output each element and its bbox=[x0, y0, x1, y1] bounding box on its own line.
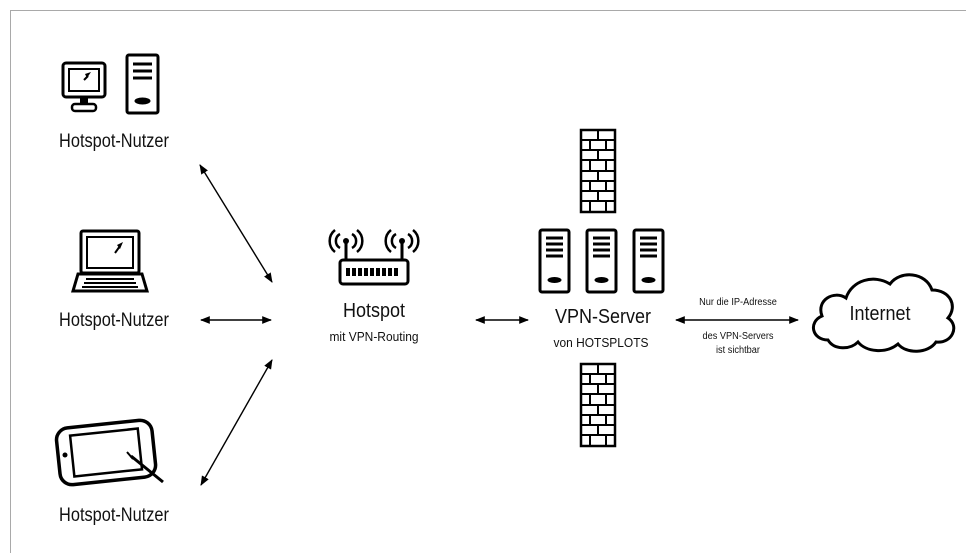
link-user1-hotspot bbox=[199, 164, 273, 283]
diagram-frame bbox=[10, 10, 966, 553]
firewall-bottom-icon bbox=[579, 362, 617, 448]
user-label-3: Hotspot-Nutzer bbox=[59, 505, 169, 526]
tablet-icon bbox=[54, 418, 164, 487]
router-icon bbox=[328, 229, 420, 286]
cloud-icon bbox=[812, 273, 956, 353]
hotspot-title: Hotspot bbox=[342, 300, 406, 322]
user-label-1: Hotspot-Nutzer bbox=[59, 131, 169, 152]
link-user3-hotspot bbox=[200, 359, 273, 486]
internet-label: Internet bbox=[849, 303, 911, 325]
link-note-line3: ist sichtbar bbox=[716, 345, 760, 356]
user-label-2: Hotspot-Nutzer bbox=[59, 310, 169, 331]
server-rack-icon bbox=[538, 228, 665, 294]
laptop-icon bbox=[70, 229, 150, 293]
hotspot-subtitle: mit VPN-Routing bbox=[329, 329, 419, 344]
link-note-line1: Nur die IP-Adresse bbox=[699, 297, 777, 308]
firewall-top-icon bbox=[579, 128, 617, 214]
desktop-computer-icon bbox=[61, 53, 160, 115]
vpn-subtitle: von HOTSPLOTS bbox=[553, 335, 649, 350]
link-note-line2: des VPN-Servers bbox=[702, 331, 774, 342]
vpn-title: VPN-Server bbox=[554, 306, 652, 328]
